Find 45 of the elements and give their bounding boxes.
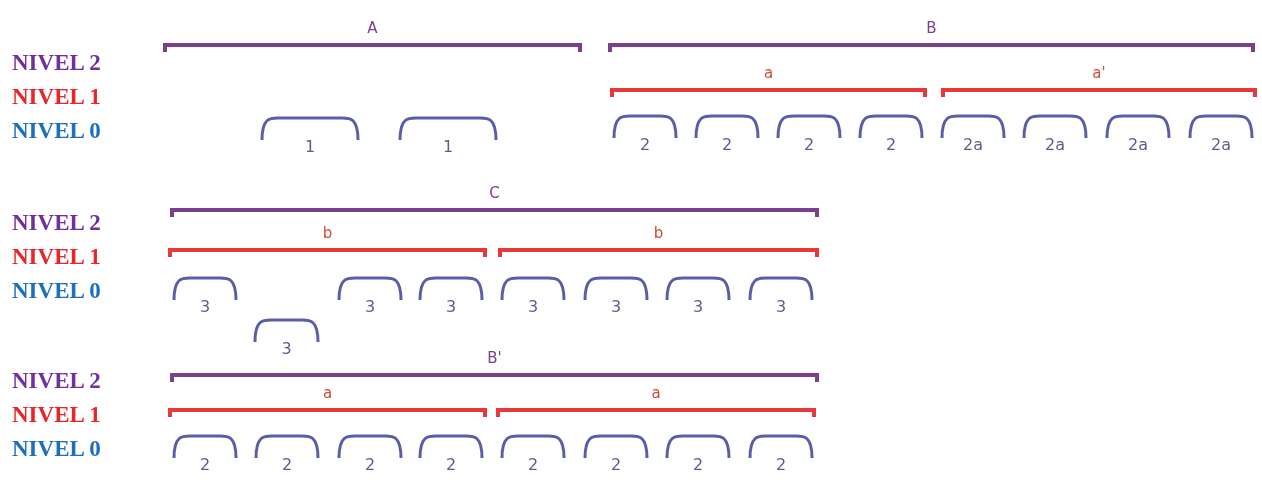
motif-label: 3 — [445, 299, 457, 315]
motif-label: 2 — [721, 137, 733, 153]
motif-label: 2a — [1128, 137, 1148, 153]
section-label: C — [489, 185, 500, 201]
motif-label: 3 — [199, 299, 211, 315]
motif-label: 2 — [281, 457, 293, 473]
level-label: NIVEL 2 — [12, 368, 101, 392]
section-label: B' — [487, 350, 502, 366]
motif-label: 2 — [885, 137, 897, 153]
motif-label: 2 — [445, 457, 457, 473]
motif-label: 1 — [442, 139, 454, 155]
section-label: a — [651, 385, 661, 401]
level-label: NIVEL 2 — [12, 210, 101, 234]
section-label: b — [322, 225, 333, 241]
motif-label: 2 — [803, 137, 815, 153]
section-label: a' — [1092, 65, 1106, 81]
motif-label: 3 — [610, 299, 622, 315]
motif-label: 2 — [364, 457, 376, 473]
level-label: NIVEL 2 — [12, 50, 101, 74]
motif-label: 2 — [199, 457, 211, 473]
motif-label: 1 — [304, 139, 316, 155]
motif-label: 2a — [1045, 137, 1065, 153]
level-label: NIVEL 0 — [12, 118, 101, 142]
motif-label: 3 — [281, 341, 292, 357]
motif-label: 3 — [364, 299, 376, 315]
motif-label: 2 — [775, 457, 787, 473]
level-label: NIVEL 1 — [12, 244, 101, 268]
motif-label: 3 — [775, 299, 787, 315]
motif-label: 2a — [963, 137, 983, 153]
level-label: NIVEL 0 — [12, 436, 101, 460]
motif-label: 3 — [527, 299, 539, 315]
motif-label: 2a — [1211, 137, 1231, 153]
level-label: NIVEL 0 — [12, 278, 101, 302]
level-label: NIVEL 1 — [12, 84, 101, 108]
section-label: A — [367, 20, 378, 36]
section-label: b — [653, 225, 664, 241]
section-label: B — [926, 20, 937, 36]
motif-label: 2 — [527, 457, 539, 473]
motif-label: 2 — [610, 457, 622, 473]
level-label: NIVEL 1 — [12, 402, 101, 426]
motif-label: 2 — [692, 457, 704, 473]
section-label: a — [763, 65, 774, 81]
motif-label: 2 — [639, 137, 651, 153]
section-label: a — [322, 385, 333, 401]
motif-label: 3 — [692, 299, 704, 315]
